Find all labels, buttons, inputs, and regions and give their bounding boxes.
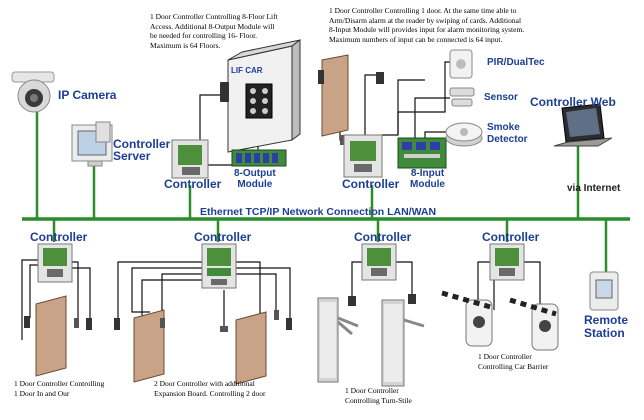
laptop-icon	[553, 103, 613, 147]
via-internet-label: via Internet	[567, 183, 621, 194]
smoke-detector-icon	[445, 122, 483, 147]
sensor-label: Sensor	[484, 92, 518, 103]
remote-station-icon	[589, 271, 619, 311]
lift-cabinet-icon	[220, 39, 301, 153]
car-barrier-icon	[441, 290, 559, 351]
bottom-controller-box-3	[361, 243, 397, 281]
bottom-controller-box-1	[37, 243, 73, 283]
network-label: Ethernet TCP/IP Network Connection LAN/W…	[200, 206, 437, 218]
bottom-controller-label-3: Controller	[354, 230, 412, 244]
bottom-controller-box-4	[489, 243, 525, 281]
two-door-note: 2 Door Controller with additional Expans…	[154, 379, 266, 398]
alarm-note: 1 Door Controller Controlling 1 door. At…	[329, 6, 525, 44]
network-links	[22, 112, 630, 272]
lif-car-label: LIF CAR	[231, 66, 263, 75]
ip-camera-label: IP Camera	[58, 88, 117, 102]
ip-camera-icon	[11, 71, 55, 113]
alarm-door-icon	[318, 54, 384, 145]
lift-note: 1 Door Controller Controlling 8-Floor Li…	[150, 12, 278, 50]
two-doors-icon	[114, 309, 292, 385]
pir-sensor-icon	[449, 49, 473, 79]
car-barrier-note: 1 Door Controller Controlling Car Barrie…	[478, 352, 549, 371]
controller-server-icon	[71, 121, 113, 167]
controller-web-label: Controller Web	[530, 95, 616, 109]
input-module-board	[397, 137, 447, 169]
lift-controller-box	[171, 139, 209, 179]
pir-label: PIR/DualTec	[487, 57, 545, 68]
remote-station-label: Remote Station	[584, 313, 629, 340]
bottom-controller-label-1: Controller	[30, 230, 88, 244]
bottom-controller-box-2	[201, 243, 237, 289]
door-sensor-icon	[449, 87, 475, 107]
turnstile-icon	[317, 294, 425, 387]
controller-server-label: Controller Server	[113, 137, 171, 163]
smoke-detector-label: Smoke Detector	[487, 122, 528, 145]
input-module-label: 8-Input Module	[410, 168, 445, 190]
door-in-out-note: 1 Door Controller Controlling 1 Door In …	[14, 379, 105, 398]
alarm-controller-box	[343, 134, 383, 178]
turnstile-note: 1 Door Controller Controlling Turn-Stile	[345, 386, 412, 405]
door-in-out-icon	[24, 295, 92, 377]
output-module-board	[231, 149, 287, 167]
lift-controller-label: Controller	[164, 177, 222, 191]
bottom-controller-label-2: Controller	[194, 230, 252, 244]
output-module-label: 8-Output Module	[234, 168, 276, 190]
bottom-controller-label-4: Controller	[482, 230, 540, 244]
alarm-controller-label: Controller	[342, 177, 400, 191]
